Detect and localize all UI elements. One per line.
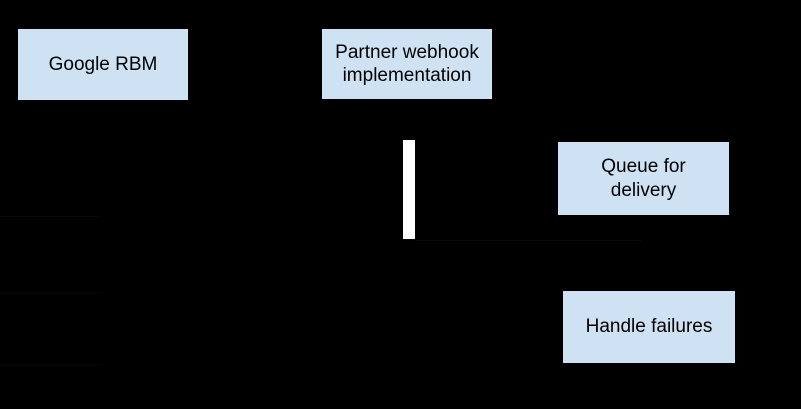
node-partner-webhook-implementation-label: Partner webhook implementation (335, 41, 479, 86)
node-google-rbm-label: Google RBM (48, 53, 158, 75)
node-queue-for-delivery: Queue for delivery (558, 142, 729, 215)
node-google-rbm: Google RBM (18, 29, 188, 100)
faint-message-line (0, 216, 102, 217)
node-queue-for-delivery-label: Queue for delivery (601, 156, 686, 201)
faint-message-line (415, 240, 642, 241)
activation-bar (403, 140, 415, 239)
faint-message-line (0, 292, 102, 293)
faint-message-line (0, 364, 102, 365)
node-handle-failures: Handle failures (563, 291, 735, 363)
node-handle-failures-label: Handle failures (585, 316, 713, 338)
node-partner-webhook-implementation: Partner webhook implementation (322, 29, 492, 99)
